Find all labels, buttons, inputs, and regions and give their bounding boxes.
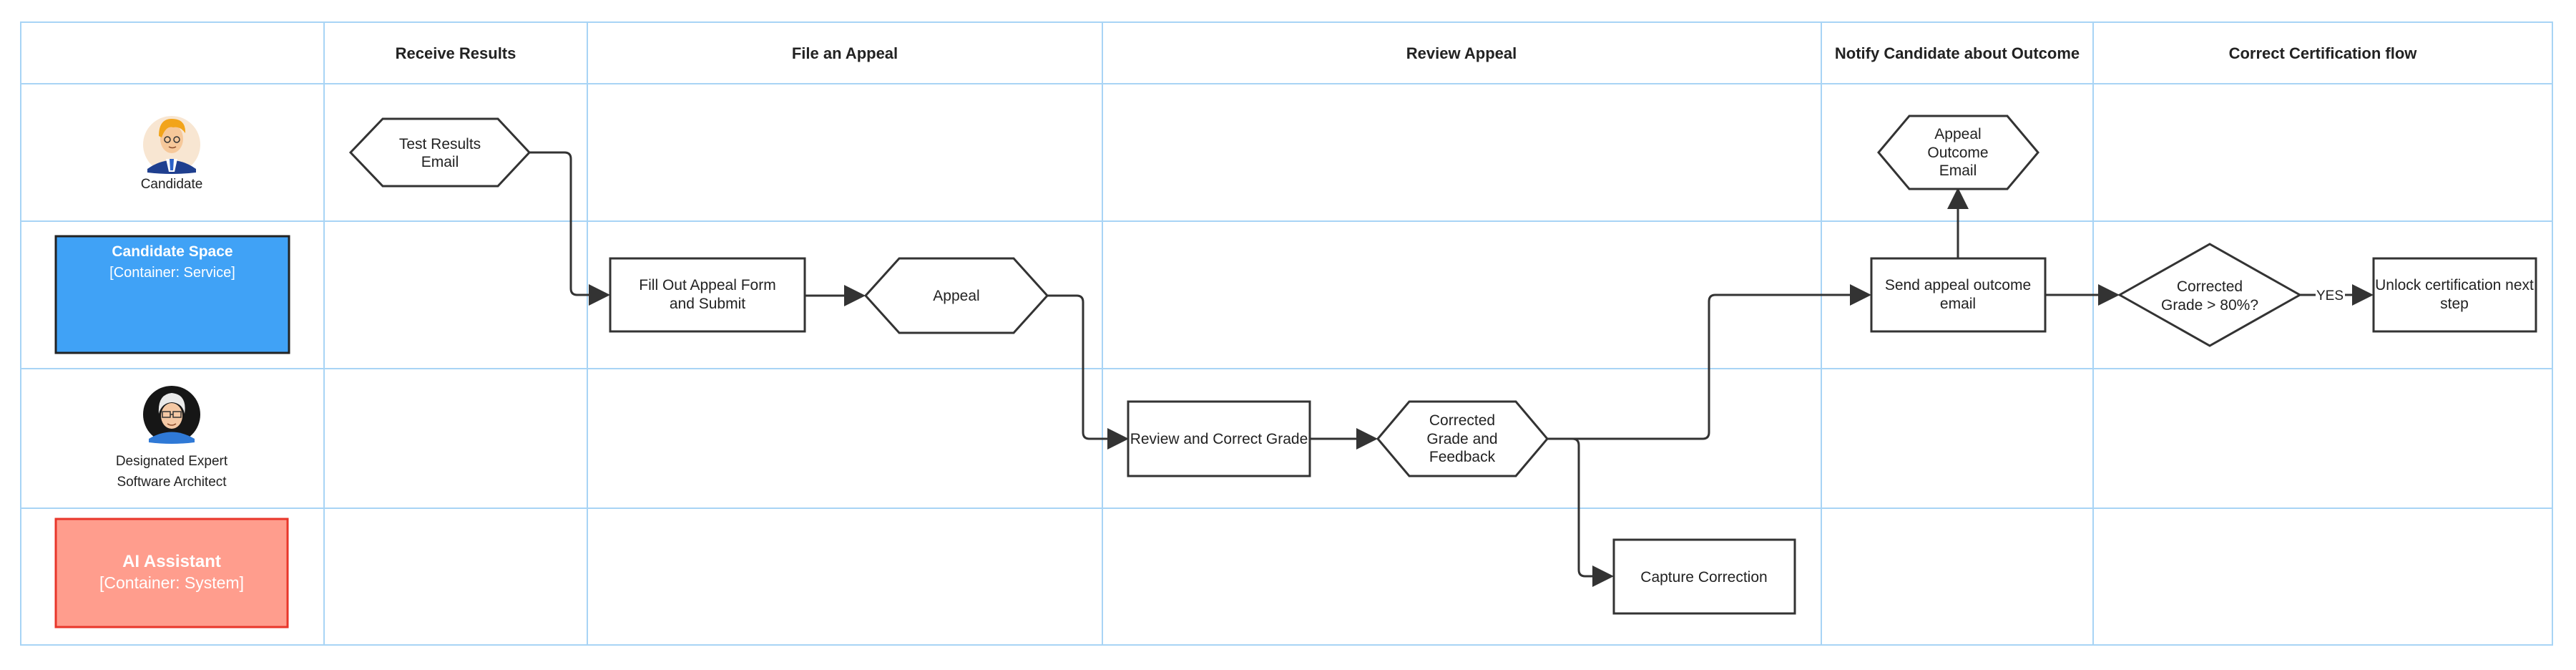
node-text: Appeal xyxy=(1934,126,1981,142)
node-text: Email xyxy=(1939,162,1977,179)
node-unlock-certification: Unlock certification next step xyxy=(2372,257,2537,333)
candidate-avatar xyxy=(143,116,200,174)
node-text: Fill Out Appeal Form xyxy=(639,277,775,293)
candidate-space-title: Candidate Space xyxy=(112,243,232,260)
node-test-results-email: Test Results Email xyxy=(348,117,532,188)
candidate-space-subtitle: [Container: Service] xyxy=(109,265,235,281)
node-text: Send appeal outcome xyxy=(1885,277,2031,293)
node-appeal: Appeal xyxy=(863,257,1049,334)
node-text: Feedback xyxy=(1429,449,1496,465)
node-decision-grade-threshold: Corrected Grade > 80%? xyxy=(2117,243,2303,347)
node-capture-correction: Capture Correction xyxy=(1612,538,1796,615)
edge-corrected-to-capture xyxy=(1547,437,1614,587)
column-header-review-appeal: Review Appeal xyxy=(1406,44,1517,62)
node-text: Grade and xyxy=(1426,431,1497,447)
node-text: Unlock certification next xyxy=(2375,277,2534,293)
edge-label-yes: YES xyxy=(2316,288,2344,304)
ai-assistant-title: AI Assistant xyxy=(122,552,221,571)
node-text: Email xyxy=(421,154,459,170)
node-text: Test Results xyxy=(399,136,481,152)
node-text: Capture Correction xyxy=(1640,569,1767,586)
column-header-file-appeal: File an Appeal xyxy=(792,44,898,62)
node-text: Corrected xyxy=(1429,412,1495,429)
ai-assistant-subtitle: [Container: System] xyxy=(99,573,244,592)
candidate-lane-label: Candidate xyxy=(141,177,203,192)
node-text: and Submit xyxy=(670,296,745,312)
node-text: Review and Correct Grade xyxy=(1130,431,1308,447)
candidate-space-container xyxy=(54,235,290,354)
node-fill-out-appeal-form: Fill Out Appeal Form and Submit xyxy=(609,257,806,333)
node-text: email xyxy=(1940,296,1976,312)
node-text: Outcome xyxy=(1927,145,1988,161)
expert-lane-label-line2: Software Architect xyxy=(117,475,227,490)
node-corrected-grade-feedback: Corrected Grade and Feedback xyxy=(1376,400,1549,477)
grid-border xyxy=(20,21,2553,646)
edge-appeal-to-review xyxy=(1047,294,1129,450)
column-header-receive-results: Receive Results xyxy=(396,44,516,62)
node-text: Grade > 80%? xyxy=(2161,297,2258,314)
swimlane-grid xyxy=(20,21,2553,646)
edge-test-results-to-fill-out xyxy=(529,151,610,306)
edge-corrected-to-send-outcome xyxy=(1547,284,1871,440)
connectors xyxy=(529,151,2374,587)
column-header-notify-candidate: Notify Candidate about Outcome xyxy=(1835,44,2080,62)
column-header-correct-certification: Correct Certification flow xyxy=(2229,44,2418,62)
node-review-and-correct-grade: Review and Correct Grade xyxy=(1127,400,1311,477)
expert-avatar xyxy=(143,386,200,444)
expert-lane-label-line1: Designated Expert xyxy=(116,454,228,469)
node-text: Appeal xyxy=(933,288,979,304)
column-headers: Receive Results File an Appeal Review Ap… xyxy=(396,44,2418,62)
ai-assistant-container xyxy=(54,518,289,628)
node-appeal-outcome-email: Appeal Outcome Email xyxy=(1877,115,2039,190)
node-send-appeal-outcome-email: Send appeal outcome email xyxy=(1870,257,2047,333)
node-text: step xyxy=(2440,296,2469,312)
node-text: Corrected xyxy=(2177,278,2243,295)
